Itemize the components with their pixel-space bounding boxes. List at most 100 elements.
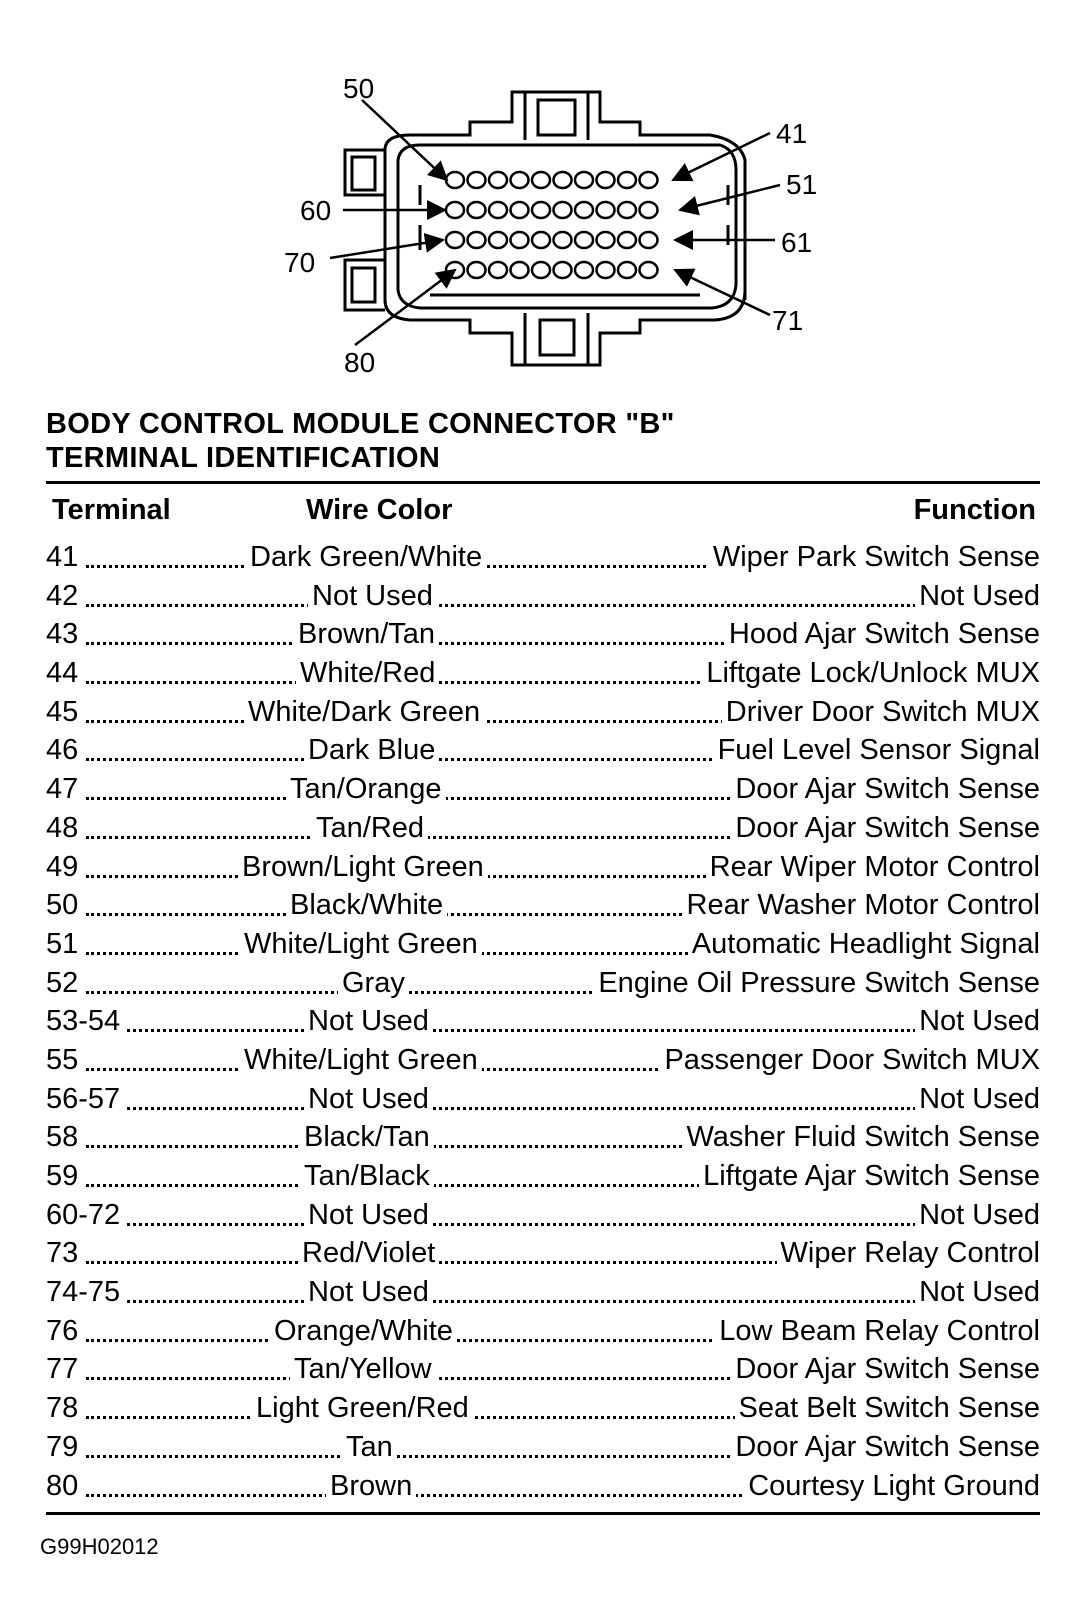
- diagram-subtitle: TERMINAL IDENTIFICATION: [46, 442, 441, 474]
- wire-color: White/Light Green: [240, 924, 482, 964]
- wire-color: Brown/Light Green: [238, 847, 488, 887]
- leader-dots: [86, 1454, 1000, 1458]
- pin-hole: [509, 230, 530, 250]
- leader-dots: [86, 1300, 1000, 1304]
- pin-hole: [509, 260, 530, 280]
- terminal-function: Door Ajar Switch Sense: [731, 808, 1040, 848]
- callout-labels: 50 41 51 60 61 70 71 80: [284, 73, 817, 378]
- table-row: 78 Light Green/Red Seat Belt Switch Sense: [46, 1389, 1040, 1428]
- terminal-function: Door Ajar Switch Sense: [731, 770, 1040, 809]
- leader-dots: [86, 913, 1000, 917]
- wire-color: Tan/Yellow: [290, 1350, 436, 1390]
- leader-dots: [86, 1377, 1000, 1381]
- pin-hole: [552, 230, 573, 250]
- terminal-function: Hood Ajar Switch Sense: [724, 615, 1040, 655]
- wire-color: Light Green/Red: [252, 1389, 473, 1428]
- pin-hole: [573, 230, 595, 250]
- pin-hole: [530, 200, 552, 220]
- pin-hole: [466, 230, 487, 250]
- terminal-number: 55: [46, 1040, 83, 1080]
- pin-hole: [638, 230, 659, 250]
- wire-color: Not Used: [304, 1079, 433, 1119]
- wire-color: Not Used: [304, 1195, 433, 1235]
- connector-diagram: 50 41 51 60 61 70 71 80: [284, 73, 817, 378]
- terminal-function: Low Beam Relay Control: [715, 1311, 1040, 1351]
- terminal-function: Washer Fluid Switch Sense: [682, 1118, 1040, 1158]
- leader-dots: [86, 642, 1000, 646]
- pin-hole: [444, 200, 466, 220]
- terminal-number: 76: [46, 1311, 83, 1351]
- wire-color: Orange/White: [270, 1311, 457, 1351]
- leader-dots: [86, 1184, 1000, 1187]
- terminal-function: Wiper Park Switch Sense: [708, 538, 1040, 577]
- pin-hole: [444, 230, 466, 250]
- diagram-title: BODY CONTROL MODULE CONNECTOR "B": [46, 408, 675, 440]
- callout-50: 50: [343, 73, 374, 104]
- terminal-function: Automatic Headlight Signal: [687, 924, 1040, 964]
- pin-hole: [487, 200, 509, 220]
- leader-dots: [86, 603, 1000, 607]
- leader-dots: [86, 1493, 1000, 1497]
- pin-hole: [466, 260, 487, 280]
- pin-hole: [552, 260, 573, 280]
- terminal-number: 73: [46, 1234, 83, 1274]
- pin-hole: [638, 200, 659, 220]
- terminal-number: 52: [46, 963, 83, 1003]
- wire-color: Gray: [338, 963, 409, 1003]
- pin-hole: [573, 170, 595, 190]
- terminal-function: Wiper Relay Control: [776, 1234, 1040, 1274]
- wire-color: Red/Violet: [298, 1234, 440, 1274]
- terminal-number: 46: [46, 731, 83, 771]
- pin-hole: [595, 260, 616, 280]
- callout-80: 80: [344, 347, 375, 378]
- pin-hole: [487, 260, 509, 280]
- terminal-number: 80: [46, 1466, 83, 1506]
- pin-hole: [616, 260, 638, 280]
- terminal-number: 79: [46, 1427, 83, 1467]
- terminal-function: Fuel Level Sensor Signal: [713, 731, 1040, 771]
- terminal-number: 47: [46, 770, 83, 809]
- terminal-function: Seat Belt Switch Sense: [734, 1389, 1040, 1428]
- terminal-function: Courtesy Light Ground: [744, 1466, 1040, 1506]
- terminal-number: 43: [46, 615, 83, 655]
- terminal-function: Rear Wiper Motor Control: [705, 847, 1040, 887]
- pin-hole: [487, 230, 509, 250]
- terminal-function: Not Used: [915, 576, 1040, 616]
- wire-color: Tan/Red: [312, 808, 429, 848]
- terminal-function: Passenger Door Switch MUX: [660, 1040, 1040, 1080]
- pin-hole: [530, 230, 552, 250]
- leader-dots: [86, 990, 1000, 994]
- terminal-number: 74-75: [46, 1273, 125, 1312]
- header-terminal: Terminal: [52, 494, 171, 526]
- leader-dots: [86, 1029, 1000, 1033]
- pin-hole: [466, 170, 487, 190]
- wire-color: Dark Blue: [304, 731, 440, 771]
- terminal-function: Not Used: [915, 1273, 1040, 1312]
- top-divider: [46, 481, 1040, 484]
- terminal-number: 78: [46, 1389, 83, 1428]
- wire-color: Not Used: [304, 1002, 433, 1041]
- pin-hole: [573, 260, 595, 280]
- bottom-divider: [46, 1512, 1040, 1515]
- wire-color: Black/White: [286, 886, 448, 925]
- wire-color: Not Used: [304, 1273, 433, 1312]
- terminal-number: 44: [46, 654, 83, 693]
- wire-color: Tan: [342, 1427, 397, 1467]
- leader-dots: [86, 1338, 1000, 1342]
- leader-dots: [86, 797, 1000, 801]
- leader-dots: [86, 874, 1000, 878]
- terminal-function: Not Used: [915, 1002, 1040, 1041]
- pin-hole: [616, 170, 638, 190]
- wire-color: Not Used: [308, 576, 437, 616]
